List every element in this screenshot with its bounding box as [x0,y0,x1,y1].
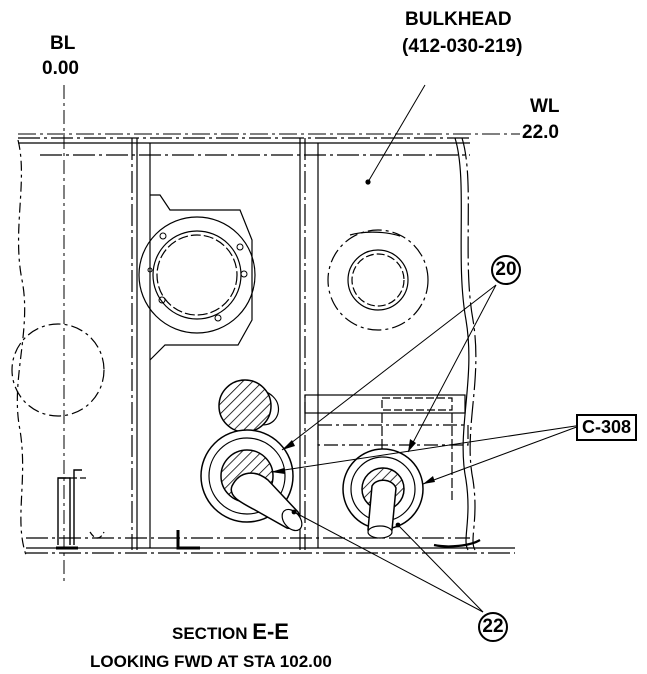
bl-value: 0.00 [42,58,79,79]
callout-22: 22 [478,612,508,642]
bulkhead-part-number: (412-030-219) [402,36,523,57]
section-id: E-E [252,619,289,644]
section-title: SECTION E-E [172,621,289,643]
bulkhead-leader [367,84,426,183]
section-prefix: SECTION [172,624,248,643]
bl-label: BL [50,33,76,54]
wl-label: WL [530,96,560,117]
break-line [16,139,27,556]
section-subtitle: LOOKING FWD AT STA 102.00 [90,652,332,671]
upper-pipe-section [218,379,272,433]
wl-value: 22.0 [522,122,559,143]
callout-20: 20 [491,255,521,285]
bulkhead-label: BULKHEAD [405,9,512,30]
connector-label-box: C-308 [576,414,638,441]
